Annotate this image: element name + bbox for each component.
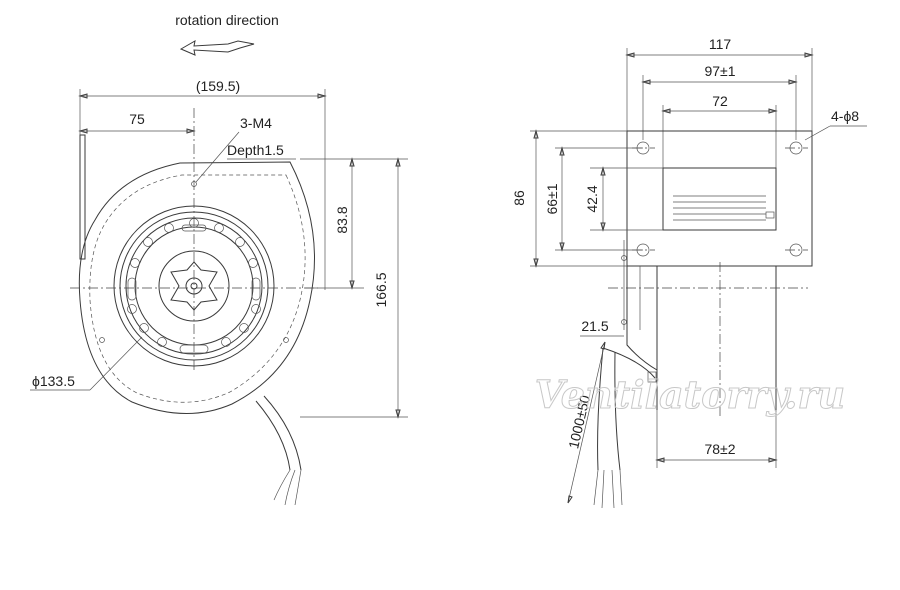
screw-spec-label: 3-M4 xyxy=(240,115,272,131)
height-86-dim: 86 xyxy=(511,190,527,206)
offset-75-dim: 75 xyxy=(129,111,145,127)
rotation-direction-label: rotation direction xyxy=(175,12,279,28)
side-view: 117 97±1 72 4-ϕ8 xyxy=(511,36,867,509)
hole-spec-label: 4-ϕ8 xyxy=(831,108,859,124)
width-72-dim: 72 xyxy=(712,93,728,109)
front-view: rotation direction (159.5) 75 3-M4 Depth… xyxy=(30,12,408,506)
width-117-dim: 117 xyxy=(709,36,732,52)
center-height-dim: 83.8 xyxy=(334,206,350,233)
height-42-dim: 42.4 xyxy=(584,185,600,212)
impeller-dia-label: ϕ133.5 xyxy=(32,373,75,389)
width-97-dim: 97±1 xyxy=(704,63,735,79)
height-66-dim: 66±1 xyxy=(544,183,560,214)
overall-width-dim: (159.5) xyxy=(196,78,240,94)
screw-depth-label: Depth1.5 xyxy=(227,142,284,158)
depth-21-dim: 21.5 xyxy=(581,318,608,334)
total-height-dim: 166.5 xyxy=(373,272,389,307)
outlet-78-dim: 78±2 xyxy=(704,441,735,457)
watermark-text: Ventilatorry.ru xyxy=(535,372,845,417)
rotation-arrow-icon xyxy=(179,40,255,56)
